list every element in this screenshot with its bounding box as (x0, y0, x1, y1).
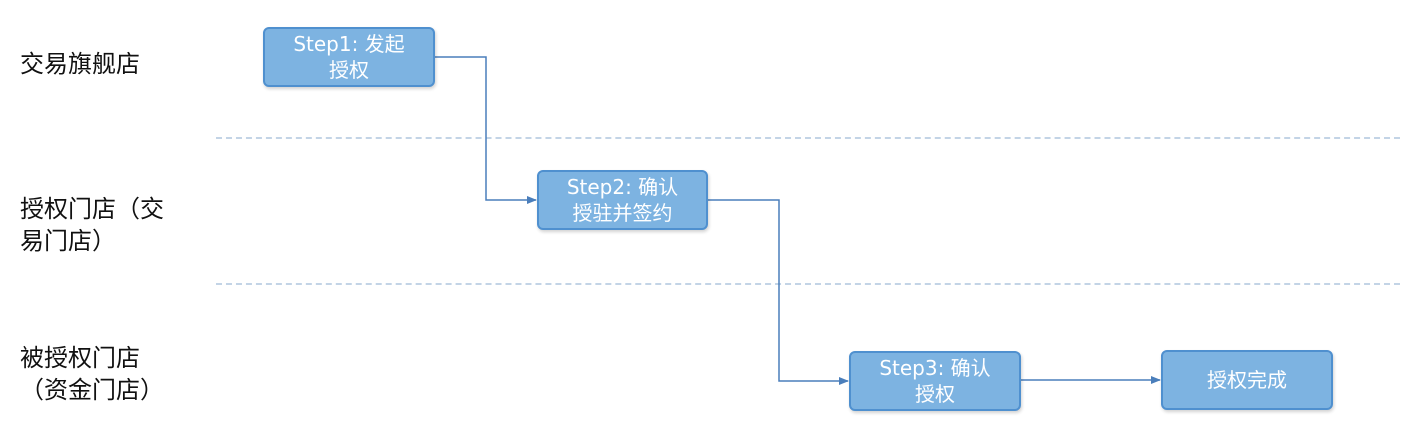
authorization-complete-node: 授权完成 (1161, 350, 1333, 410)
step1-initiate-authorization-node: Step1: 发起 授权 (263, 27, 435, 87)
lane-divider-1 (216, 137, 1400, 139)
lane-divider-2 (216, 283, 1400, 285)
step3-confirm-authorization-node: Step3: 确认 授权 (849, 351, 1021, 411)
lane-label-authorizing-store: 授权门店（交 易门店） (20, 195, 164, 255)
lane-label-authorized-store: 被授权门店 （资金门店） (20, 344, 164, 404)
lane-label-flagship-store: 交易旗舰店 (20, 50, 140, 78)
connector-step1-to-step2 (435, 56, 537, 204)
connector-step2-to-step3 (708, 199, 849, 385)
step2-confirm-and-sign-node: Step2: 确认 授驻并签约 (537, 170, 708, 230)
